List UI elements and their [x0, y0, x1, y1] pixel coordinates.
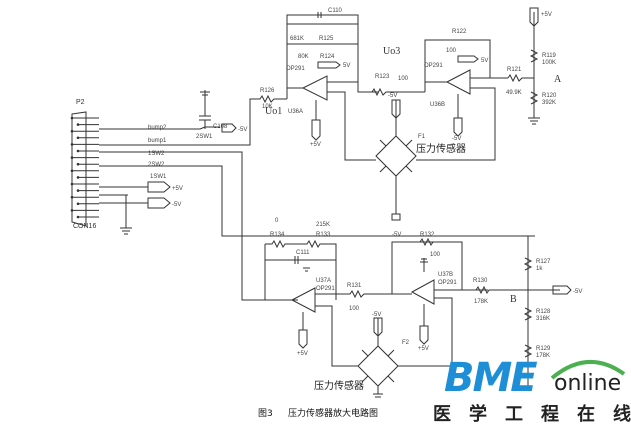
- switch-label: 2SW2: [148, 162, 165, 168]
- logo-char: 学: [469, 404, 487, 425]
- label-zero: 0: [275, 218, 279, 224]
- supply-label: -5V: [392, 232, 401, 238]
- resistor-value: 392K: [542, 100, 556, 106]
- resistor-ref: R133: [316, 232, 331, 238]
- opamp-part: OP291: [438, 280, 457, 286]
- supply-label: -5V: [172, 202, 181, 208]
- opamp-part: OP291: [424, 63, 443, 69]
- logo-char: 医: [433, 404, 451, 425]
- cap-c108-label: C108: [213, 124, 228, 130]
- sensor-label: 压力传感器: [416, 142, 466, 155]
- opamp-part: OP291: [286, 66, 305, 72]
- node-label: Uo1: [265, 106, 282, 117]
- resistor-ref: R123: [375, 74, 390, 80]
- resistor-value: 100: [349, 306, 360, 312]
- sensor-ref: F1: [418, 134, 426, 140]
- supply-label: +5V: [297, 351, 308, 357]
- opamp-ref: U37A: [316, 278, 331, 284]
- resistor-ref: R125: [319, 36, 334, 42]
- resistor-ref: R119: [542, 53, 557, 59]
- ground-icon: [120, 195, 132, 235]
- resistor-value: 10K: [262, 104, 273, 110]
- resistor-ref: R120: [542, 93, 557, 99]
- switch-label: 1SW2: [148, 151, 165, 157]
- supply-label: -5V: [573, 289, 582, 295]
- cap-label: C110: [328, 8, 343, 14]
- supply-label: +5V: [418, 346, 429, 352]
- supply-flag-neg: [99, 197, 171, 209]
- supply-label: -5V: [372, 312, 381, 318]
- opamp-u36b: [445, 69, 471, 95]
- sensor-ref: F2: [402, 340, 410, 346]
- supply-flag: [221, 123, 237, 133]
- figure-number: 图3: [258, 408, 273, 419]
- resistor-value: 215K: [316, 222, 330, 228]
- connector-part: CON16: [73, 223, 96, 230]
- resistor-value: 178K: [474, 299, 488, 305]
- logo-suffix: online: [554, 371, 622, 396]
- output-node-label: A: [554, 74, 562, 85]
- resistor-value: 49.9K: [506, 90, 522, 96]
- cap-label: C111: [296, 250, 310, 256]
- sensor-bridge-f2: [357, 345, 399, 387]
- resistor-value: 100: [398, 76, 409, 82]
- logo-char: 程: [541, 404, 559, 425]
- supply-label: 5V: [343, 63, 350, 69]
- opamp-ref: U36B: [430, 102, 445, 108]
- logo-char: 在: [577, 404, 595, 425]
- opamp-ref: U36A: [288, 109, 303, 115]
- output-node-label: B: [510, 294, 517, 305]
- logo-char: 工: [505, 404, 523, 425]
- connector-ref: P2: [76, 99, 85, 106]
- supply-label: -5V: [388, 93, 397, 99]
- resistor-value: 681K: [290, 36, 304, 42]
- resistor-ref: R126: [260, 88, 275, 94]
- channel-a: C108 -5V 2SW1 R126 10K Uo1 C110 681K R12…: [99, 7, 562, 221]
- resistor-value: 316K: [536, 316, 550, 322]
- resistor-ref: R130: [473, 278, 488, 284]
- node-label: Uo3: [383, 46, 400, 57]
- figure-caption: 压力传感器放大电路图: [288, 407, 378, 419]
- supply-label: +5V: [310, 142, 321, 148]
- opamp-u36a: [301, 75, 328, 101]
- resistor-value: 80K: [298, 54, 309, 60]
- resistor-ref: R121: [507, 67, 522, 73]
- supply-flag-pos: [99, 181, 171, 193]
- logo-arc-icon: [550, 360, 626, 380]
- opamp-part: OP291: [316, 286, 335, 292]
- resistor-ref: R128: [536, 309, 551, 315]
- resistor-value: 1k: [536, 266, 543, 272]
- resistor-ref: R132: [420, 232, 435, 238]
- supply-label: -5V: [452, 136, 461, 142]
- logo-char: 线: [613, 404, 631, 425]
- switch-label: bump1: [148, 138, 167, 144]
- supply-label: +5V: [172, 186, 183, 192]
- resistor-value: 100: [430, 252, 441, 258]
- resistor-ref: R122: [452, 29, 467, 35]
- resistor-ref: R129: [536, 346, 551, 352]
- resistor-ref: R127: [536, 259, 551, 265]
- switch-label: bump2: [148, 125, 167, 131]
- opamp-u37a: [290, 287, 316, 313]
- sensor-label: 压力传感器: [314, 379, 364, 392]
- connector-p2: P2 CON16: [70, 99, 99, 230]
- logo-chinese: 医 学 工 程 在 线: [433, 405, 631, 425]
- supply-label: -5V: [238, 127, 247, 133]
- opamp-u37b: [410, 279, 435, 305]
- supply-label: +5V: [541, 12, 552, 18]
- resistor-value: 100: [446, 48, 457, 54]
- resistor-value: 100K: [542, 60, 556, 66]
- sensor-bridge-f1: [375, 135, 417, 177]
- resistor-ref: R124: [320, 54, 335, 60]
- resistor-value: 178K: [536, 353, 550, 359]
- resistor-ref: R131: [347, 283, 362, 289]
- channel-b: 0 215K R134 R133 C111 U37A OP291 +5V R13…: [99, 151, 582, 398]
- logo-brand: BME: [444, 355, 538, 401]
- supply-label: 5V: [481, 58, 488, 64]
- opamp-ref: U37B: [438, 272, 453, 278]
- switch-label: 2SW1: [196, 134, 213, 140]
- switch-label: 1SW1: [150, 174, 167, 180]
- resistor-ref: R134: [270, 232, 285, 238]
